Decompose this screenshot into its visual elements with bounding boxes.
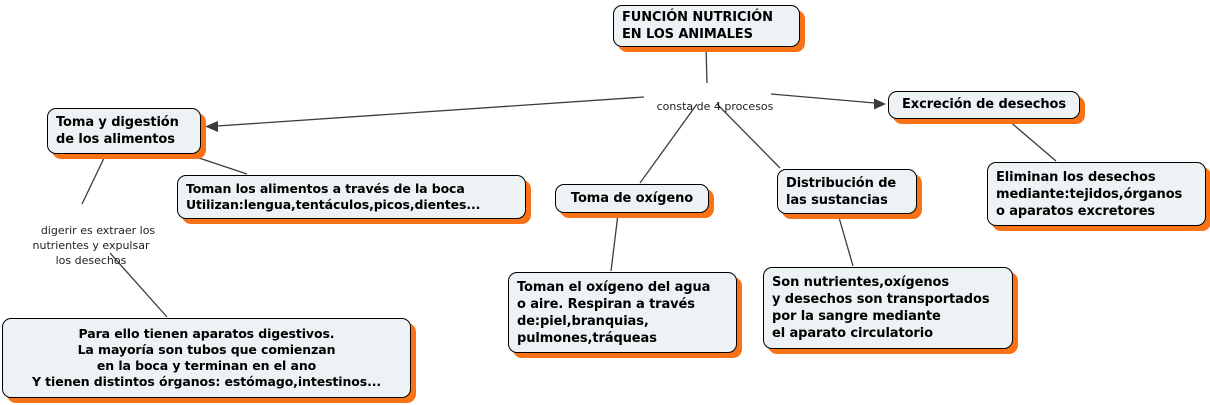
node-son-nutrientes-transportados[interactable]: Son nutrientes,oxígenos y desechos son t… [763, 267, 1013, 349]
node-toman-alimentos-boca-text: Toman los alimentos a través de la boca … [186, 181, 481, 212]
node-toma-de-oxigeno[interactable]: Toma de oxígeno [555, 184, 709, 213]
node-excrecion-desechos-text: Excreción de desechos [902, 97, 1066, 112]
node-distribucion-sustancias-text: Distribución de las sustancias [786, 175, 897, 208]
node-toma-y-digestion-text: Toma y digestión de los alimentos [56, 115, 179, 147]
node-toman-oxigeno-agua[interactable]: Toman el oxígeno del agua o aire. Respir… [508, 272, 737, 353]
node-toma-de-oxigeno-text: Toma de oxígeno [570, 190, 694, 206]
node-para-ello-aparatos-digestivos-text: Para ello tienen aparatos digestivos. La… [31, 326, 382, 389]
node-eliminan-desechos-text: Eliminan los desechos mediante:tejidos,ó… [996, 169, 1183, 219]
node-eliminan-desechos[interactable]: Eliminan los desechos mediante:tejidos,ó… [987, 162, 1206, 226]
arrowhead-toma-digestion [205, 121, 218, 132]
edge-toma-digestion-toman-alimentos [195, 156, 248, 175]
node-funcion-nutricion-text: FUNCIÓN NUTRICIÓN EN LOS ANIMALES [622, 10, 773, 42]
edge-title-consta [705, 46, 708, 84]
link-label-digerir-es-extraer[interactable]: digerir es extraer los nutrientes y expu… [20, 208, 162, 283]
link-label-consta-text: consta de 4 procesos [656, 100, 774, 113]
node-toman-oxigeno-agua-text: Toman el oxígeno del agua o aire. Respir… [517, 279, 711, 346]
node-toman-alimentos-boca[interactable]: Toman los alimentos a través de la boca … [177, 175, 526, 219]
edge-consta-toma-digestion [216, 96, 645, 127]
node-son-nutrientes-transportados-text: Son nutrientes,oxígenos y desechos son t… [772, 275, 990, 341]
node-toma-y-digestion[interactable]: Toma y digestión de los alimentos [47, 108, 201, 154]
edge-consta-excrecion [770, 93, 876, 104]
node-para-ello-aparatos-digestivos[interactable]: Para ello tienen aparatos digestivos. La… [2, 318, 411, 398]
link-label-consta-de-4-procesos[interactable]: consta de 4 procesos [640, 84, 776, 129]
node-funcion-nutricion[interactable]: FUNCIÓN NUTRICIÓN EN LOS ANIMALES [613, 5, 800, 47]
edge-distribucion-son-nutrientes [837, 213, 854, 267]
arrowhead-excrecion [874, 98, 886, 110]
edge-consta-toma-oxigeno [639, 103, 698, 184]
edge-excrecion-eliminan [1007, 119, 1057, 162]
link-label-digerir-text: digerir es extraer los nutrientes y expu… [32, 224, 156, 267]
edge-consta-distribucion [716, 103, 781, 169]
edge-toma-oxigeno-toman-oxigeno-agua [610, 213, 619, 272]
node-excrecion-desechos[interactable]: Excreción de desechos [888, 91, 1080, 119]
node-distribucion-sustancias[interactable]: Distribución de las sustancias [777, 169, 917, 214]
edge-digerir-para-ello [109, 252, 168, 318]
edge-toma-digestion-digerir [81, 155, 106, 205]
